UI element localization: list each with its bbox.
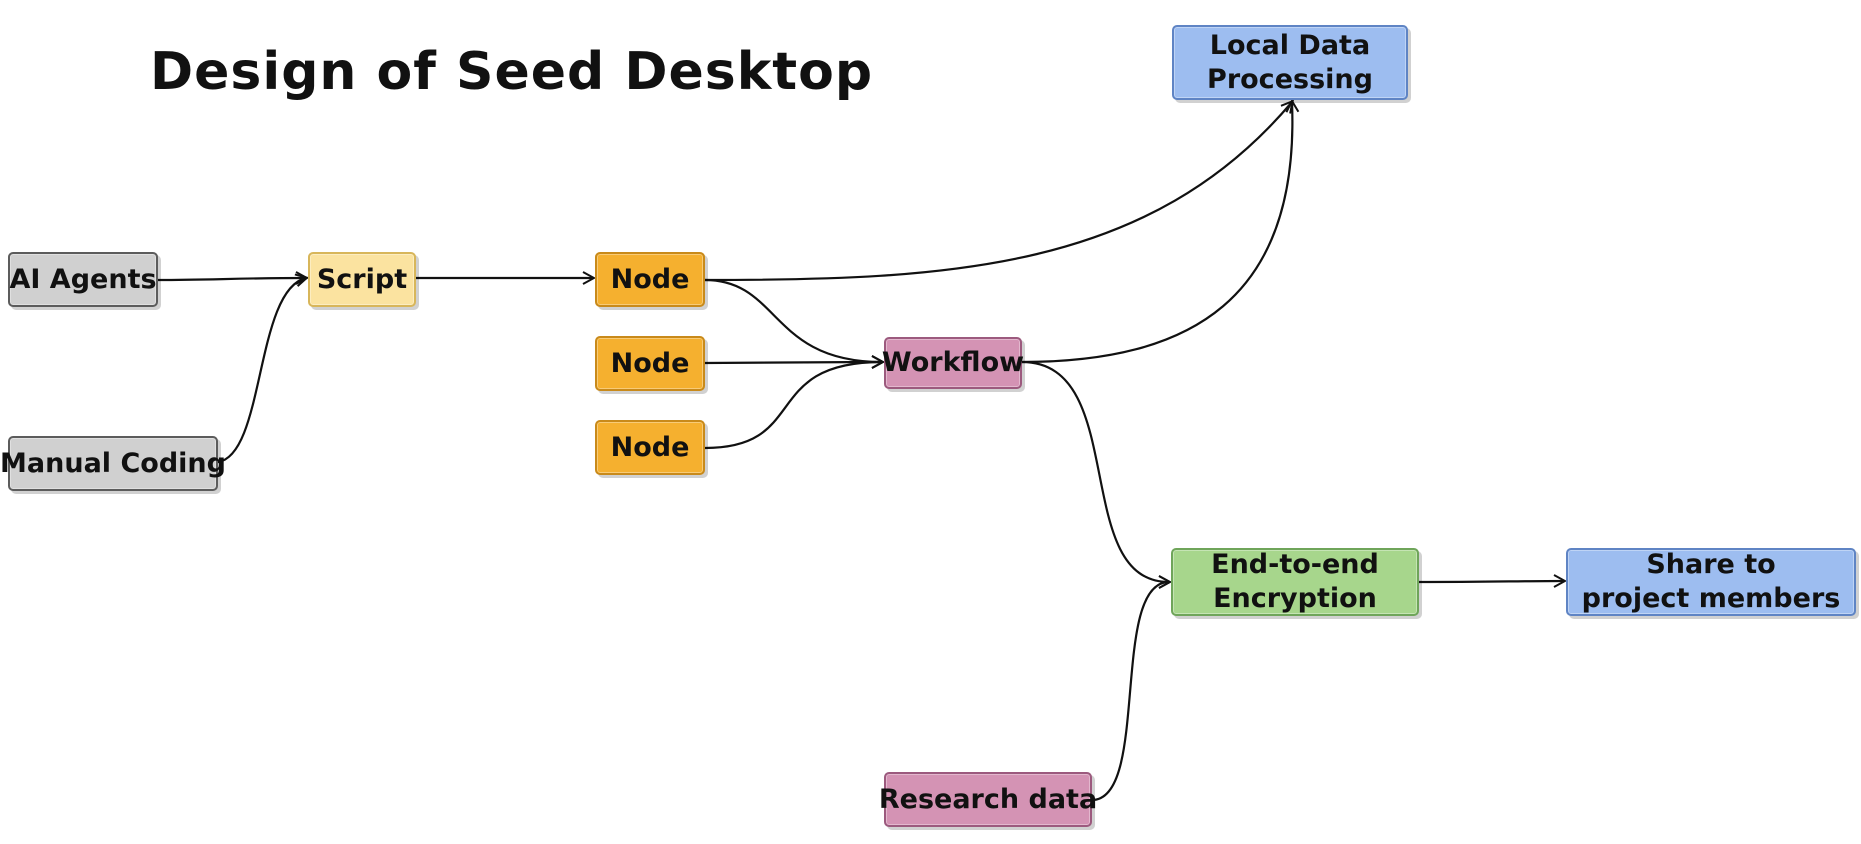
node-share-to-project-members-line2: project members — [1581, 583, 1841, 614]
node-share-to-project-members: Share to project members — [1566, 548, 1856, 616]
node-workflow-label: Workflow — [881, 347, 1025, 378]
node-workflow: Workflow — [881, 337, 1025, 389]
node-end-to-end-encryption-line2: Encryption — [1213, 583, 1377, 614]
edge-encryption-to-share — [1417, 581, 1564, 582]
node-manual-coding-label: Manual Coding — [0, 447, 226, 479]
node-local-data-processing-line1: Local Data — [1209, 29, 1371, 61]
page-title: Design of Seed Desktop — [150, 42, 874, 102]
edge-research-to-encryption — [1090, 582, 1169, 802]
node-script-label: Script — [316, 263, 408, 295]
node-local-data-processing-line2: Processing — [1207, 63, 1373, 95]
node-script: Script — [308, 252, 416, 307]
node-node-2: Node — [595, 336, 705, 391]
node-node-3-label: Node — [610, 431, 690, 463]
node-research-data-label: Research data — [878, 783, 1098, 815]
edge-node-1-to-workflow — [703, 278, 882, 362]
node-local-data-processing: Local Data Processing — [1172, 25, 1408, 100]
node-node-1-label: Node — [610, 263, 690, 295]
node-ai-agents-label: AI Agents — [9, 263, 157, 295]
edge-node-3-to-workflow — [703, 362, 882, 450]
node-manual-coding: Manual Coding — [0, 436, 226, 491]
edge-manual-coding-to-script — [216, 278, 306, 464]
node-ai-agents: AI Agents — [8, 252, 158, 307]
node-node-3: Node — [595, 420, 705, 475]
edge-ai-agents-to-script — [156, 278, 306, 280]
edge-workflow-to-encryption — [1020, 360, 1169, 582]
node-share-to-project-members-line1: Share to — [1646, 549, 1776, 580]
node-end-to-end-encryption-line1: End-to-end — [1211, 549, 1379, 580]
edge-workflow-to-local-data — [1020, 102, 1292, 364]
node-research-data: Research data — [879, 772, 1097, 827]
node-end-to-end-encryption: End-to-end Encryption — [1171, 548, 1419, 616]
edge-node-1-to-local-data — [703, 102, 1292, 282]
node-node-2-label: Node — [610, 347, 690, 379]
node-node-1: Node — [595, 252, 705, 307]
